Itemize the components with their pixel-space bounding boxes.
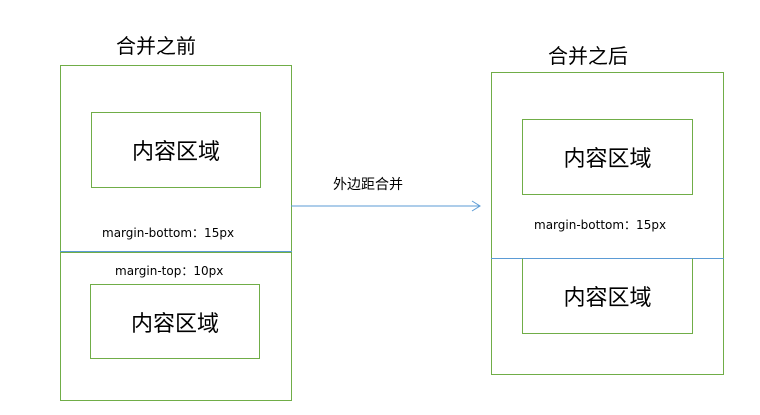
merge-arrow-icon [291, 200, 481, 212]
before-content-label-bottom: 内容区域 [130, 311, 219, 337]
before-content-box-top: 内容区域 [91, 112, 261, 188]
after-content-label-bottom: 内容区域 [563, 286, 652, 311]
before-margin-bottom-label: margin-bottom：15px [102, 226, 235, 240]
before-margin-top-label: margin-top：10px [115, 264, 224, 278]
before-divider-line [60, 251, 292, 252]
before-title: 合并之前 [116, 34, 196, 58]
after-content-label-top: 内容区域 [563, 147, 652, 172]
before-container-top [60, 65, 292, 253]
merge-arrow-label: 外边距合并 [333, 177, 403, 193]
after-title: 合并之后 [548, 44, 628, 68]
after-content-box-top: 内容区域 [522, 119, 693, 195]
after-margin-bottom-label: margin-bottom：15px [534, 218, 667, 232]
after-container [491, 72, 724, 375]
before-content-label-top: 内容区域 [131, 140, 220, 165]
before-content-box-bottom: 内容区域 [90, 284, 260, 359]
after-content-box-bottom: 内容区域 [522, 258, 693, 334]
